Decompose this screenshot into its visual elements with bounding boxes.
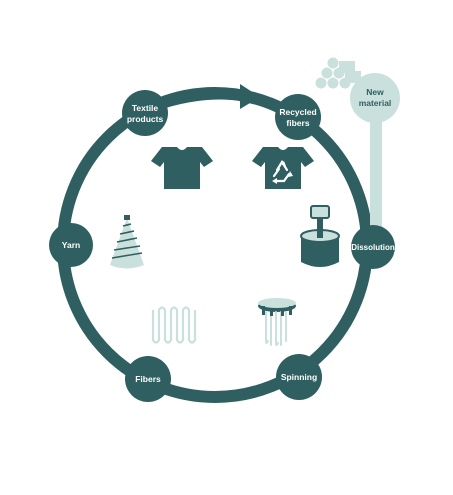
spinning-node: Spinning	[276, 354, 322, 400]
textile-products-label-line2: products	[127, 114, 164, 124]
recycle-symbol-icon	[272, 159, 293, 184]
new-material-label-line2: material	[359, 98, 392, 108]
recycled-fibers-label-line2: fibers	[286, 118, 309, 128]
new-material-node: New material	[350, 73, 400, 123]
dissolution-node: Dissolution	[351, 225, 395, 269]
fiber-coil-icon	[151, 306, 197, 344]
recycled-fibers-label-line1: Recycled	[279, 107, 316, 117]
fibers-node: Fibers	[125, 356, 171, 402]
spinneret-icon	[258, 298, 296, 346]
textile-products-node: Textile products	[122, 90, 168, 136]
tshirt-icon	[151, 147, 213, 189]
arrow-right-icon	[160, 84, 260, 109]
recycled-fibers-node: Recycled fibers	[275, 94, 321, 140]
log-pile-icon	[314, 56, 361, 90]
textile-products-label-line1: Textile	[132, 103, 159, 113]
fibers-label: Fibers	[135, 374, 161, 384]
new-material-connector	[370, 112, 382, 247]
yarn-cone-icon	[110, 215, 144, 269]
dissolution-label: Dissolution	[351, 243, 395, 252]
yarn-node: Yarn	[49, 223, 93, 267]
new-material-label-line1: New	[366, 87, 384, 97]
recycled-tshirt-icon	[252, 147, 314, 189]
dissolution-tank-icon	[300, 205, 340, 267]
spinning-label: Spinning	[281, 372, 317, 382]
yarn-label: Yarn	[62, 240, 80, 250]
